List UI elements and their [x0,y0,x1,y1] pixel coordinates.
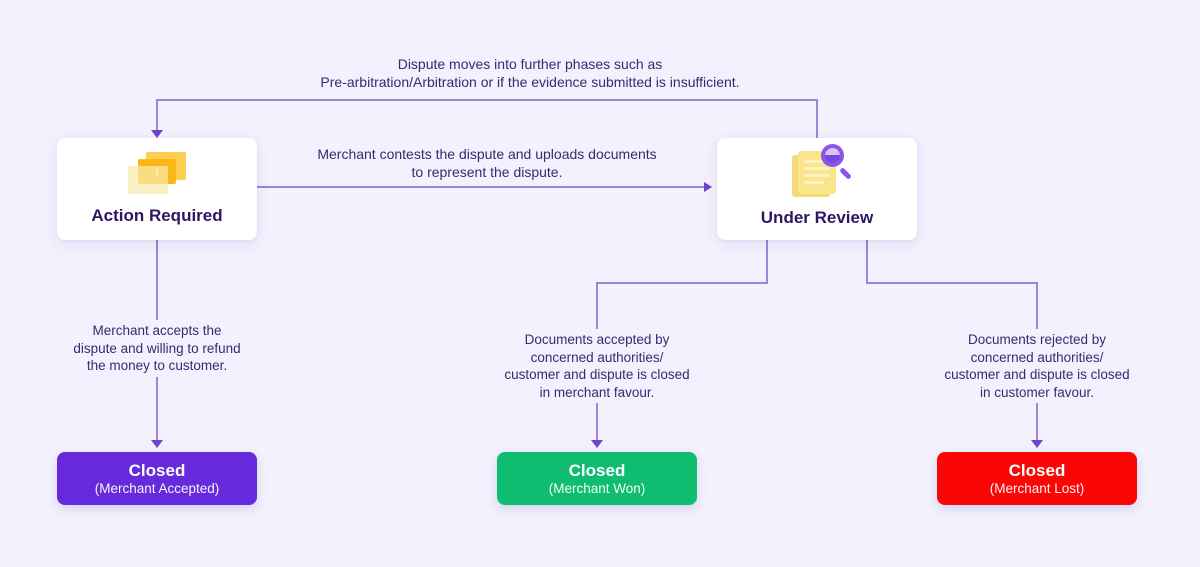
node-under-review-label: Under Review [760,208,874,227]
lost-arrowhead [1031,440,1043,448]
alert-pages-icon: ! [128,152,186,196]
lost-edge-label: Documents rejected by concerned authorit… [922,329,1152,403]
accept-edge-label: Merchant accepts the dispute and willing… [42,320,272,377]
feedback-loop-note: Dispute moves into further phases such a… [320,56,740,90]
review-split-right-horizontal [866,282,1038,284]
outcome-title: Closed [128,460,186,480]
contest-edge-label: Merchant contests the dispute and upload… [317,146,657,180]
outcome-subtitle: (Merchant Accepted) [94,480,220,496]
outcome-closed-merchant-accepted: Closed (Merchant Accepted) [57,452,257,505]
outcome-subtitle: (Merchant Won) [548,480,646,496]
review-split-right-vertical [866,240,868,284]
outcome-subtitle: (Merchant Lost) [989,480,1085,496]
loop-connector-left-vertical [156,99,158,131]
node-action-required: ! Action Required [57,138,257,240]
node-action-required-label: Action Required [91,206,223,225]
document-magnifier-icon [788,144,852,198]
outcome-closed-merchant-lost: Closed (Merchant Lost) [937,452,1137,505]
loop-connector-horizontal [156,99,818,101]
won-edge-label: Documents accepted by concerned authorit… [482,329,712,403]
outcome-title: Closed [1008,460,1066,480]
review-split-left-vertical [766,240,768,284]
accept-arrowhead [151,440,163,448]
outcome-title: Closed [568,460,626,480]
outcome-closed-merchant-won: Closed (Merchant Won) [497,452,697,505]
loop-arrowhead [151,130,163,138]
contest-arrowhead [704,182,712,192]
won-arrowhead [591,440,603,448]
contest-connector [257,186,705,188]
loop-connector-right-vertical [816,99,818,139]
review-split-left-horizontal [596,282,768,284]
node-under-review: Under Review [717,138,917,240]
